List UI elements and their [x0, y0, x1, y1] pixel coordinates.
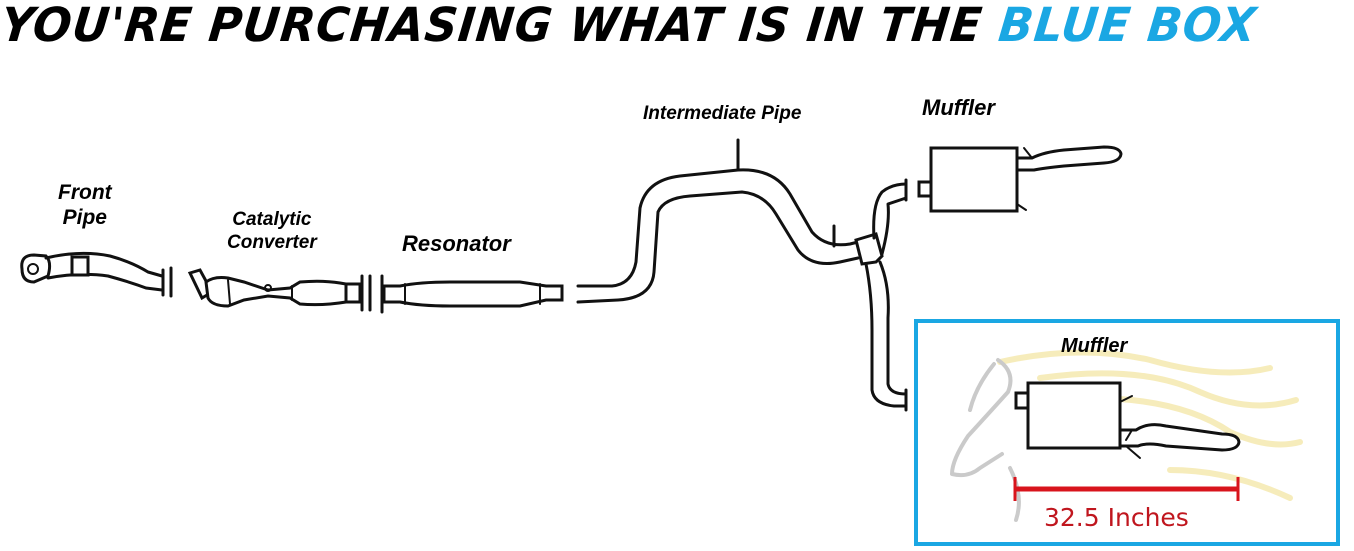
mustang-watermark — [950, 349, 1303, 522]
catalytic-converter-part — [187, 268, 372, 312]
muffler-top-label: Muffler — [922, 95, 995, 120]
muffler-product-part — [1014, 381, 1241, 459]
muffler-top-part — [917, 145, 1123, 213]
catalytic-converter-label: Catalytic Converter — [227, 209, 317, 255]
resonator-part — [380, 274, 564, 314]
intermediate-pipe-part — [576, 138, 908, 412]
front-pipe-label-line2: Pipe — [62, 206, 107, 230]
catalytic-label-line1: Catalytic — [232, 209, 312, 230]
measurement-bar — [1013, 477, 1240, 501]
measurement-label: 32.5 Inches — [1044, 503, 1189, 532]
resonator-label: Resonator — [402, 231, 511, 256]
intermediate-pipe-label: Intermediate Pipe — [643, 103, 802, 124]
front-pipe-label: Front Pipe — [58, 180, 112, 230]
front-pipe-label-line1: Front — [58, 181, 112, 204]
muffler-box-label: Muffler — [1061, 335, 1128, 357]
catalytic-label-line2: Converter — [227, 231, 317, 253]
purchase-highlight-box — [914, 319, 1340, 546]
front-pipe-part — [20, 251, 173, 298]
